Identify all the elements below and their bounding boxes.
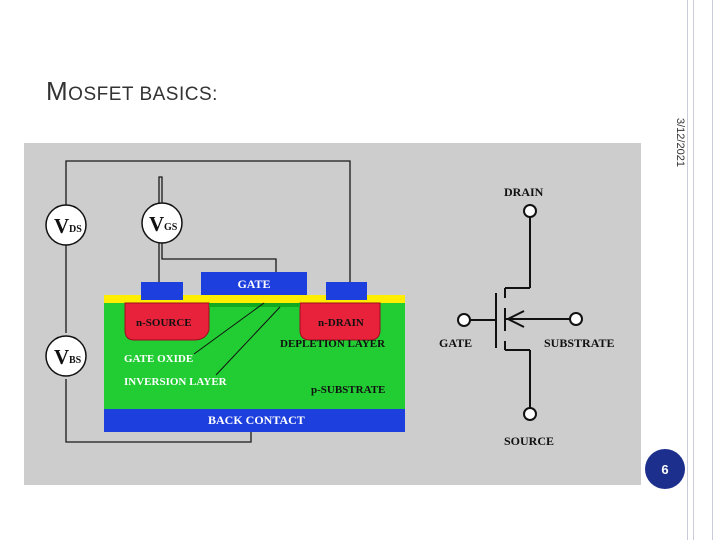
slide-border-line — [687, 0, 688, 540]
vgs-meter: V GS — [141, 202, 183, 244]
substrate-terminal — [569, 312, 583, 326]
vgs-subscript: GS — [164, 222, 178, 233]
gate-oxide-layer — [104, 295, 405, 303]
symbol-gate-label: GATE — [439, 336, 472, 350]
mosfet-diagram: V DS V GS V BS GATE n-SOURCE n-DRAIN GAT… — [24, 143, 641, 485]
n-source-region — [124, 302, 210, 341]
page-number-badge: 6 — [645, 449, 685, 489]
symbol-drain-label: DRAIN — [504, 185, 544, 199]
vbs-meter: V BS — [45, 335, 87, 377]
symbol-substrate-label: SUBSTRATE — [544, 336, 614, 350]
circuit-wires — [65, 160, 351, 443]
source-label: n-SOURCE — [136, 317, 192, 329]
gate-oxide-label: GATE OXIDE — [124, 353, 193, 365]
vds-letter: V — [54, 214, 69, 238]
gate-terminal — [457, 313, 471, 327]
symbol-terminals — [457, 204, 583, 421]
symbol-source-label: SOURCE — [504, 434, 554, 448]
back-contact-label: BACK CONTACT — [208, 413, 305, 427]
drain-contact — [326, 282, 367, 300]
slide-border-line — [712, 0, 713, 540]
slide-date: 3/12/2021 — [674, 118, 686, 167]
title-rest: OSFET BASICS: — [68, 84, 218, 105]
vbs-subscript: BS — [69, 355, 82, 366]
mosfet-symbol — [470, 217, 570, 408]
gate-label: GATE — [237, 277, 270, 291]
drain-terminal — [523, 204, 537, 218]
inversion-layer-label: INVERSION LAYER — [124, 376, 228, 388]
vgs-letter: V — [149, 212, 164, 236]
vbs-letter: V — [54, 345, 69, 369]
slide-title: MOSFET BASICS: — [46, 76, 218, 107]
drain-label: n-DRAIN — [318, 317, 364, 329]
gate-electrode — [201, 272, 307, 295]
back-contact-region — [104, 409, 405, 432]
n-drain-region — [299, 302, 381, 341]
title-initial: M — [46, 76, 69, 106]
slide-border-line — [693, 0, 694, 540]
inversion-channel — [209, 303, 300, 307]
substrate-label: p-SUBSTRATE — [311, 384, 385, 396]
source-contact — [141, 282, 183, 300]
vds-subscript: DS — [69, 224, 82, 235]
source-terminal — [523, 407, 537, 421]
depletion-layer-label: DEPLETION LAYER — [280, 338, 386, 350]
annotation-leaders — [193, 302, 281, 376]
vds-meter: V DS — [45, 204, 87, 246]
